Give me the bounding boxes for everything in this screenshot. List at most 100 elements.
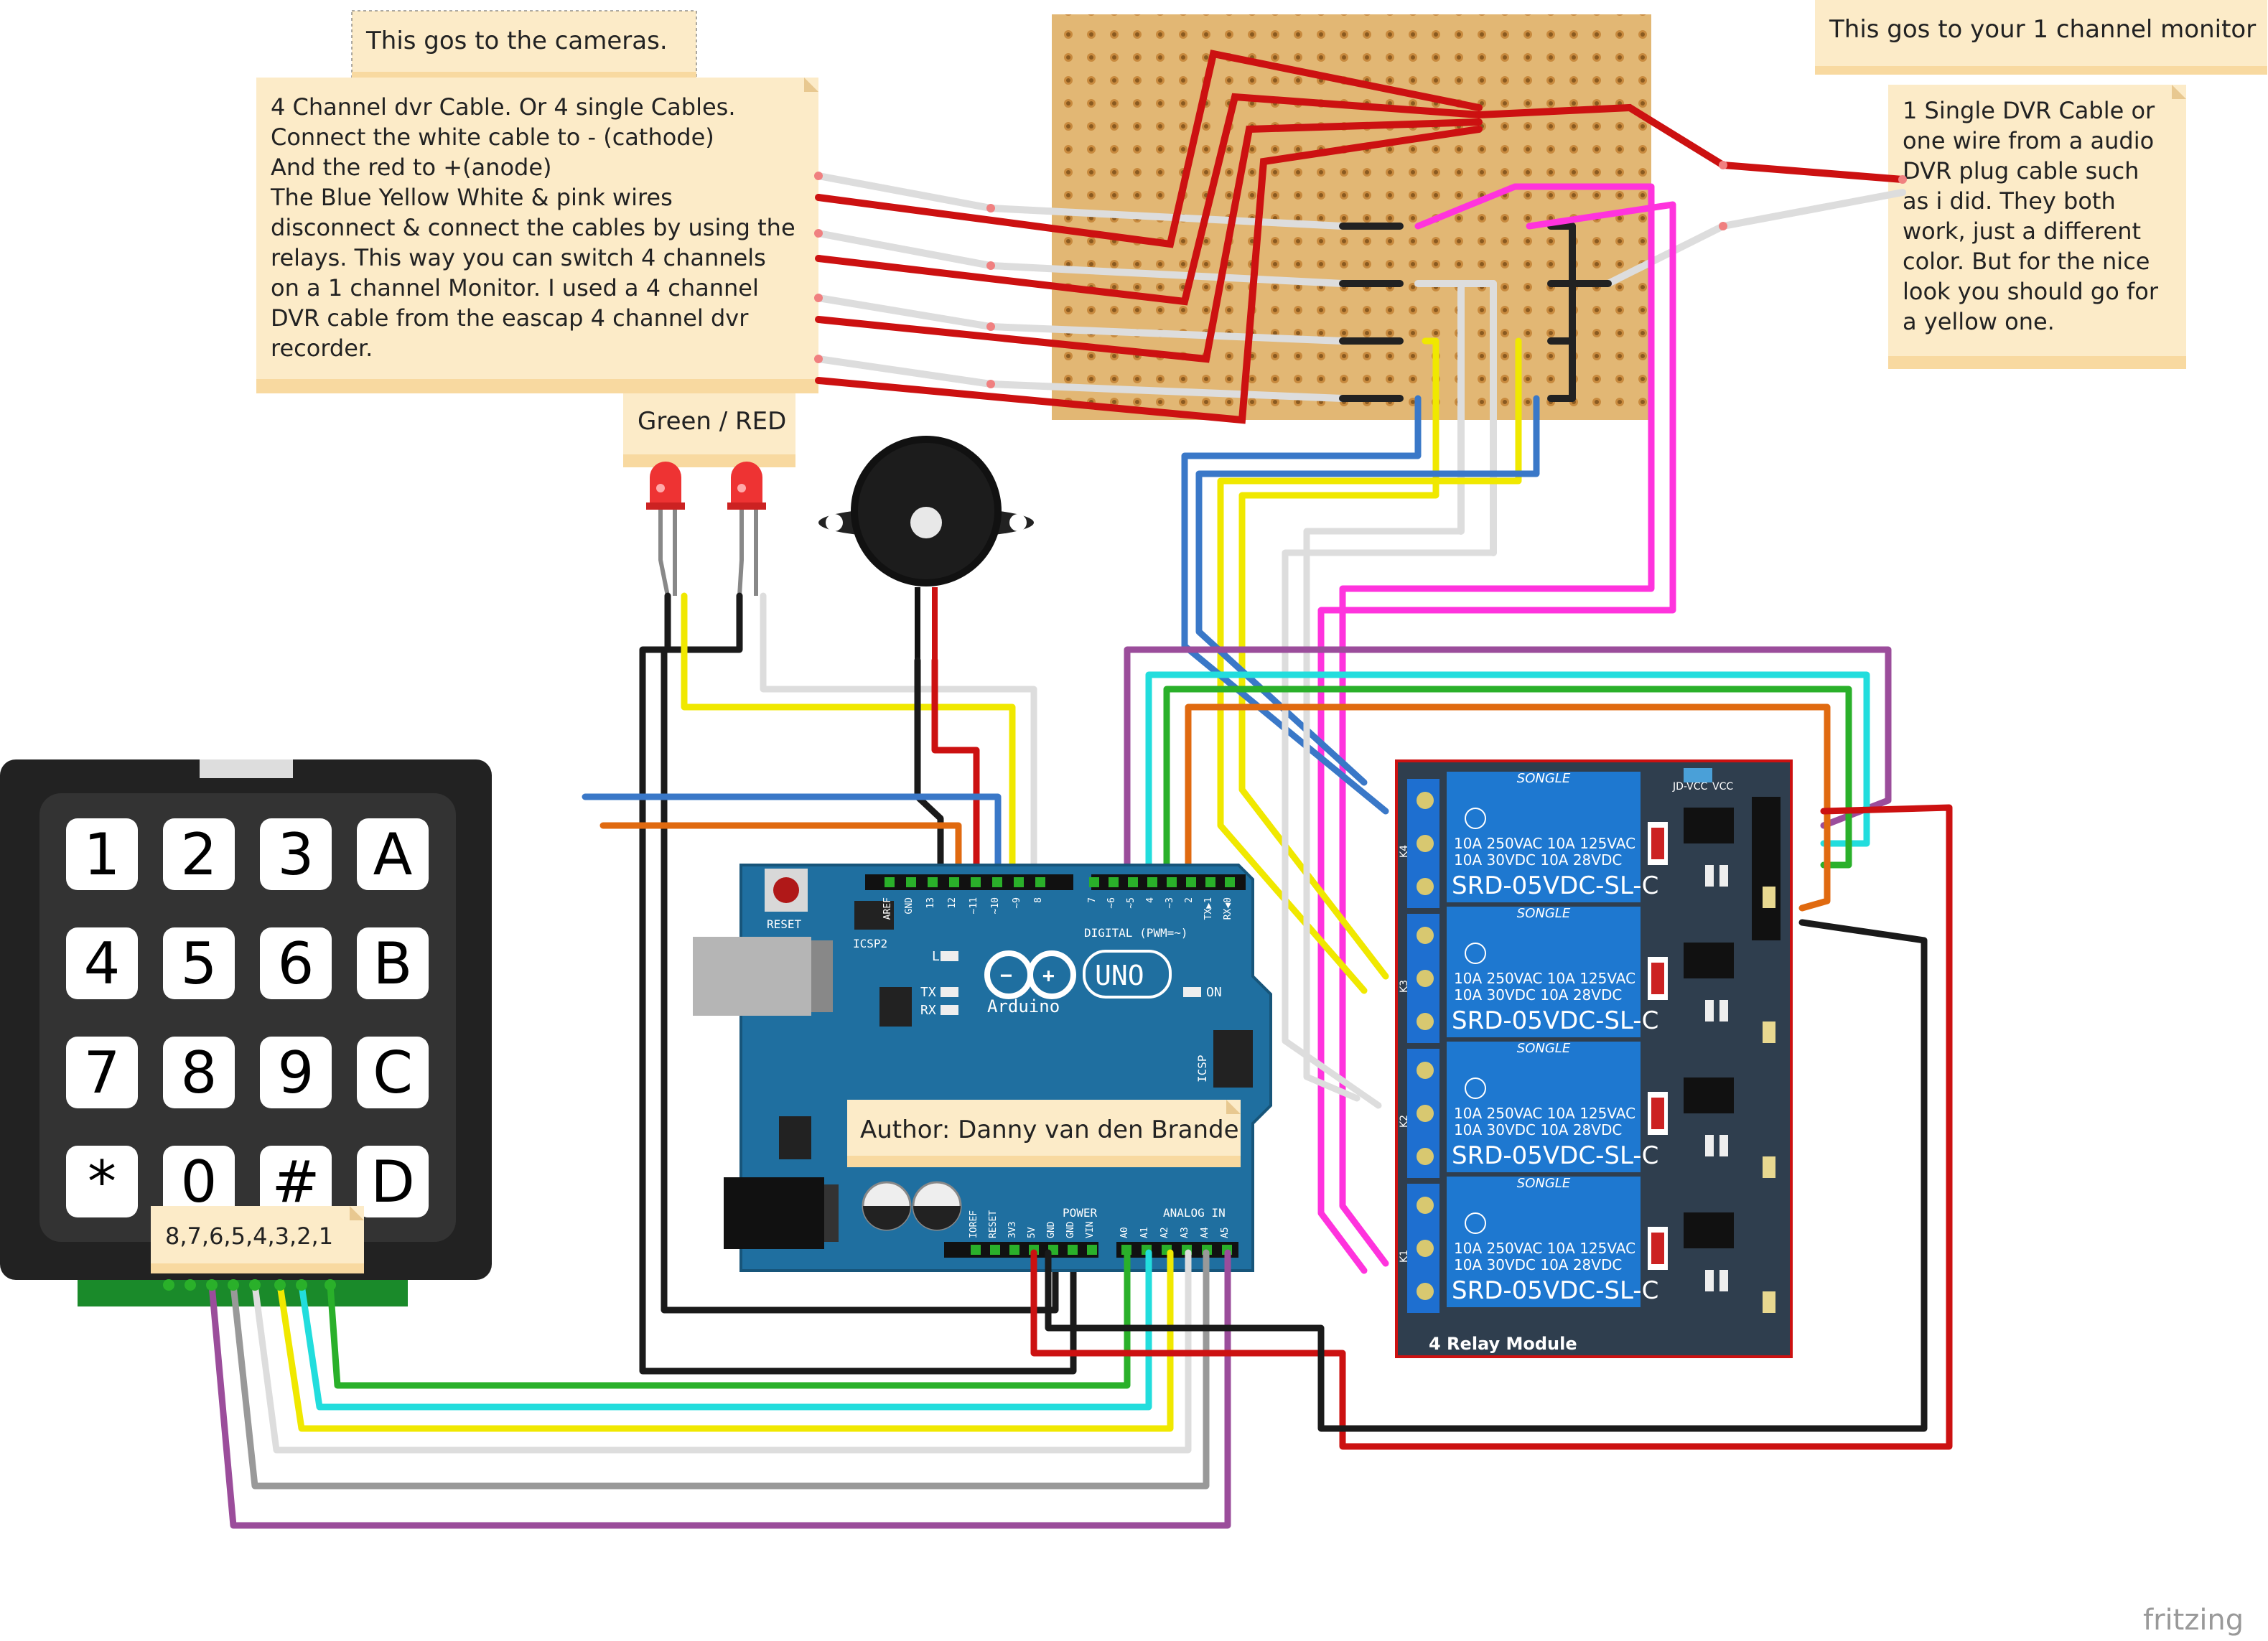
keypad-pin-dots xyxy=(163,1279,336,1291)
keypad-key[interactable]: A xyxy=(357,818,429,890)
pin-pad[interactable] xyxy=(1068,1245,1078,1255)
power-pin-label: IOREF xyxy=(969,1210,979,1238)
svg-text:+: + xyxy=(1042,963,1055,987)
keypad-key[interactable]: * xyxy=(66,1146,138,1217)
relay-rating-1: 10A 250VAC 10A 125VAC xyxy=(1454,1105,1635,1122)
digital-pin-label: ~9 xyxy=(1012,897,1022,909)
power-pin-label: GND xyxy=(1065,1221,1076,1238)
arduino-uno: RESET ICSP2 − + Arduino UNO ON L TX RX xyxy=(693,864,1272,1272)
power-pin-label: GND xyxy=(1046,1221,1057,1238)
keypad-key[interactable]: 0 xyxy=(163,1146,235,1217)
pin-pad[interactable] xyxy=(992,877,1002,887)
digital-pin-label: ~5 xyxy=(1126,897,1137,909)
keypad-key[interactable]: 7 xyxy=(66,1037,138,1108)
pin-pad[interactable] xyxy=(1109,877,1119,887)
wire-yellow-1 xyxy=(1238,337,1439,980)
relay-channel-label: K4 xyxy=(1399,845,1410,858)
power-pin-label: VIN xyxy=(1085,1222,1096,1238)
note-line: 1 Single DVR Cable or xyxy=(1903,97,2155,124)
pin-pad[interactable] xyxy=(1009,1245,1019,1255)
keypad-key-label: * xyxy=(88,1149,116,1215)
wire-yellow-2 xyxy=(1217,337,1522,994)
on-label: ON xyxy=(1206,985,1222,1000)
power-pin-label: 5V xyxy=(1027,1227,1037,1238)
pin-pad[interactable] xyxy=(1205,877,1215,887)
relay-model: SRD-05VDC-SL-C xyxy=(1452,871,1658,900)
analog-pin-label: A3 xyxy=(1180,1227,1190,1238)
digital-pin-label: ~6 xyxy=(1106,897,1117,909)
camera-cable-red-4 xyxy=(815,126,1483,424)
note-keypad-pins: 8,7,6,5,4,3,2,1 xyxy=(151,1206,364,1273)
keypad-key[interactable]: B xyxy=(357,927,429,999)
keypad-key[interactable]: 6 xyxy=(260,927,332,999)
wire-white-2 xyxy=(1303,528,1465,1102)
wire-orange-upper xyxy=(599,822,962,883)
keypad-key[interactable]: D xyxy=(357,1146,429,1217)
pin-pad[interactable] xyxy=(1035,877,1045,887)
keypad-key[interactable]: 8 xyxy=(163,1037,235,1108)
keypad-key-label: 4 xyxy=(84,930,121,997)
keypad-wire-gray xyxy=(230,1249,1210,1490)
relay-title: 4 Relay Module xyxy=(1429,1334,1577,1354)
keypad-key-label: 5 xyxy=(181,930,218,997)
wire-blue-upper xyxy=(582,793,1002,883)
pin-pad[interactable] xyxy=(1089,877,1099,887)
note-line: The Blue Yellow White & pink wires xyxy=(270,184,673,211)
pin-pad[interactable] xyxy=(1147,877,1157,887)
relay-rating-1: 10A 250VAC 10A 125VAC xyxy=(1454,1240,1635,1257)
relay-channel-label: K2 xyxy=(1399,1115,1410,1128)
pin-pad[interactable] xyxy=(1128,877,1138,887)
pin-pad[interactable] xyxy=(1167,877,1177,887)
reset-label: RESET xyxy=(767,917,802,931)
svg-text:−: − xyxy=(1000,963,1012,987)
pin-pad[interactable] xyxy=(885,877,895,887)
keypad-key-label: 6 xyxy=(278,930,314,997)
keypad-key[interactable]: 3 xyxy=(260,818,332,890)
wire-end-dots xyxy=(814,161,1907,388)
keypad-key[interactable]: 2 xyxy=(163,818,235,890)
pin-pad[interactable] xyxy=(971,1245,981,1255)
wire-white-led xyxy=(760,592,1037,883)
pin-pad[interactable] xyxy=(971,877,981,887)
note-dvr-cable: 4 Channel dvr Cable. Or 4 single Cables.… xyxy=(256,78,818,393)
relay-model: SRD-05VDC-SL-C xyxy=(1452,1276,1658,1305)
pin-pad[interactable] xyxy=(990,1245,1000,1255)
arduino-logo: − + Arduino UNO xyxy=(984,950,1172,1016)
keypad-key[interactable]: C xyxy=(357,1037,429,1108)
keypad-key[interactable]: # xyxy=(260,1146,332,1217)
wire-white-1 xyxy=(1282,549,1497,1109)
pin-pad[interactable] xyxy=(1186,877,1196,887)
pin-pad[interactable] xyxy=(1087,1245,1097,1255)
pin-pad[interactable] xyxy=(906,877,916,887)
camera-cable-red-2 xyxy=(815,93,1483,306)
relay-switch-wires xyxy=(1181,183,1676,1274)
note-dvr-cable-text: 4 Channel dvr Cable. Or 4 single Cables.… xyxy=(270,93,795,362)
wire-green-relay xyxy=(1163,686,1852,883)
keypad-key-label: D xyxy=(370,1149,415,1215)
icsp-label: ICSP xyxy=(1195,1055,1209,1083)
camera-cable-red-1 xyxy=(815,50,1483,248)
wire-cyan-relay xyxy=(1145,671,1870,883)
keypad-key[interactable]: 9 xyxy=(260,1037,332,1108)
pin-pad[interactable] xyxy=(949,877,959,887)
pin-pad[interactable] xyxy=(1225,877,1235,887)
relay-channel-label: K3 xyxy=(1399,980,1410,993)
analog-pin-label: A1 xyxy=(1139,1227,1150,1238)
digital-pin-label: ~3 xyxy=(1165,897,1175,909)
keypad-key[interactable]: 1 xyxy=(66,818,138,890)
analog-pin-label: A0 xyxy=(1119,1227,1130,1238)
keypad-key[interactable]: 5 xyxy=(163,927,235,999)
wire-red-buzzer xyxy=(931,657,980,883)
keypad-key-label: 0 xyxy=(181,1149,218,1215)
note-line: look you should go for xyxy=(1903,278,2159,305)
keypad-key-label: 7 xyxy=(84,1039,121,1106)
note-author: Author: Danny van den Brande xyxy=(847,1100,1241,1167)
pin-pad[interactable] xyxy=(1014,877,1024,887)
pin-pad[interactable] xyxy=(928,877,938,887)
keypad-key-label: C xyxy=(373,1039,413,1106)
keypad-key[interactable]: 4 xyxy=(66,927,138,999)
